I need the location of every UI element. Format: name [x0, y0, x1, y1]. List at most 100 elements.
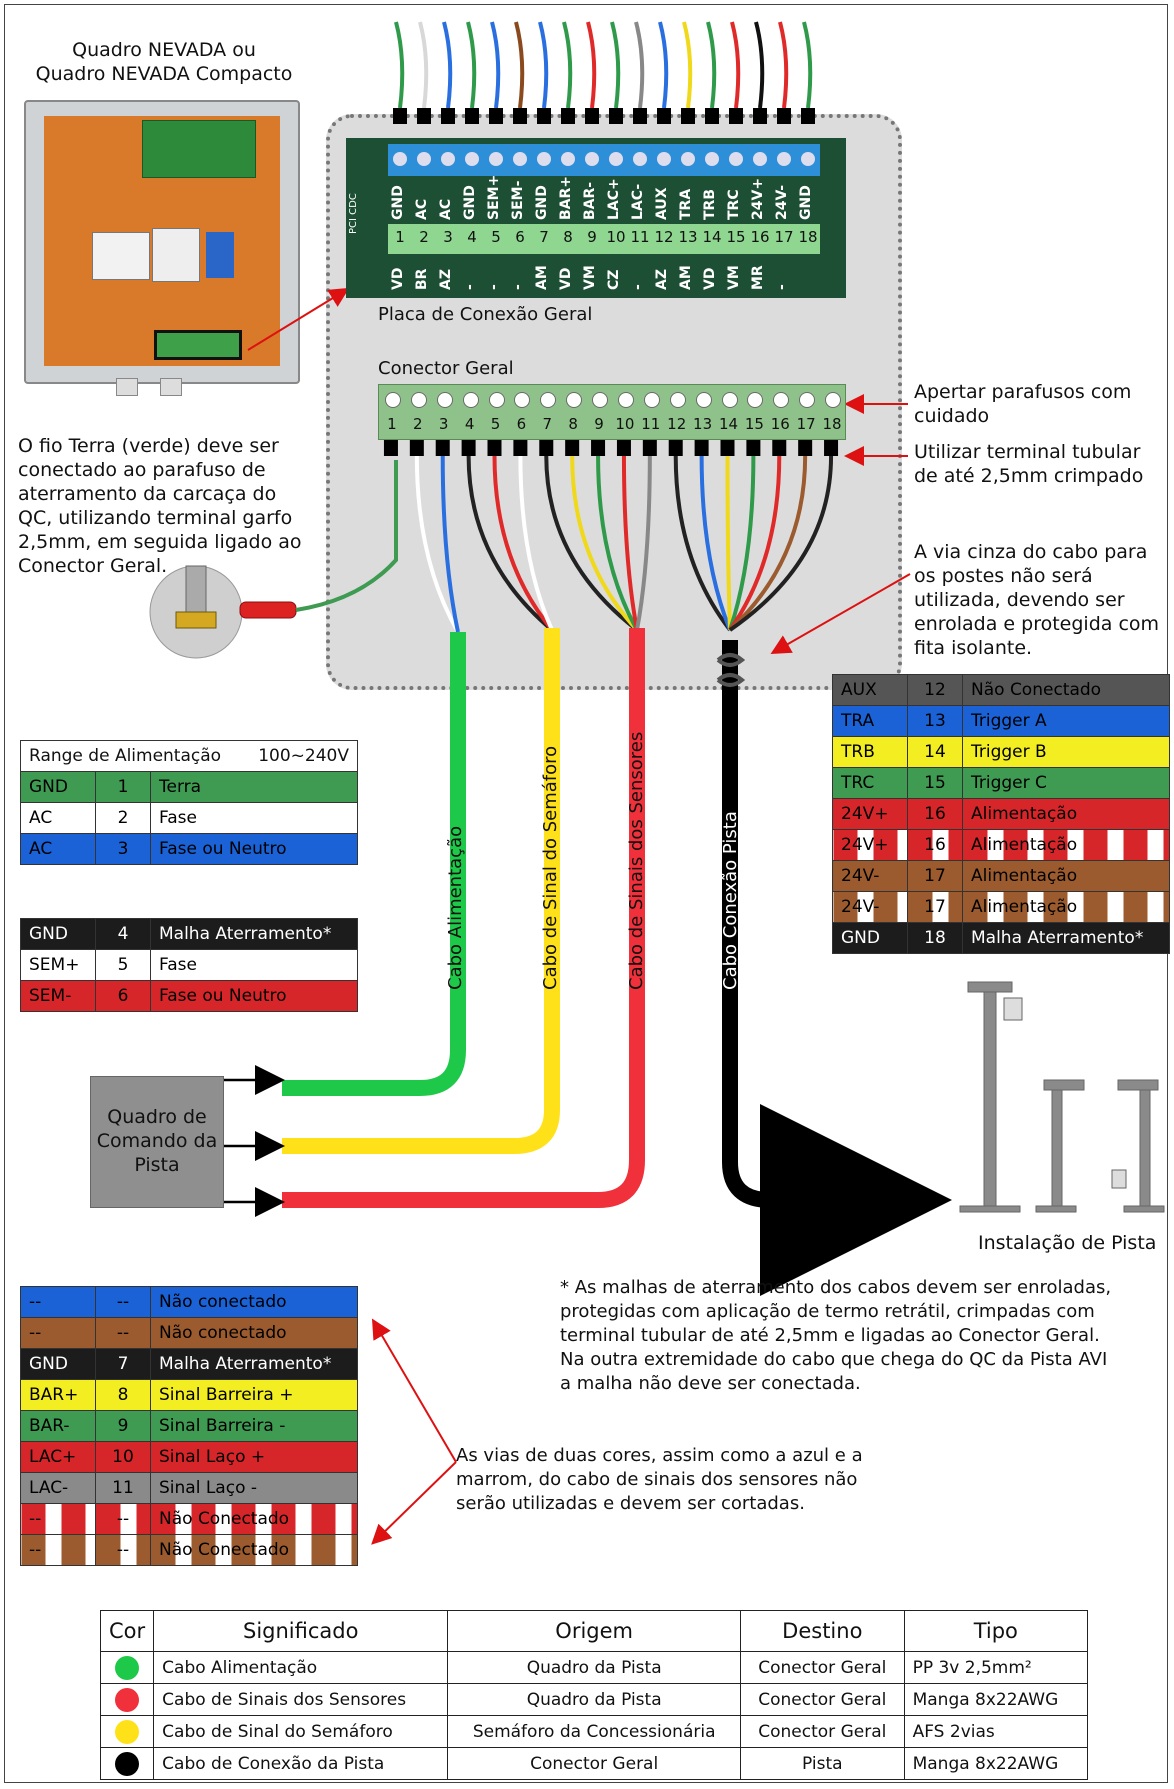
- bottom-wire-group: [383, 440, 839, 633]
- legend-meaning: Cabo de Sinais dos Sensores: [153, 1683, 449, 1716]
- board-top-label: GND: [390, 185, 406, 220]
- top-wire: [538, 21, 549, 109]
- pin-description: Alimentação: [962, 798, 1170, 830]
- panel-gland-right: [160, 378, 182, 396]
- panel-breaker: [152, 228, 200, 282]
- board-bottom-label: VM: [726, 265, 742, 290]
- pin-description: Fase: [150, 949, 358, 981]
- pin-description: Fase: [150, 802, 358, 834]
- connector-hole: [695, 392, 712, 408]
- connector-pin-number: 12: [667, 415, 687, 433]
- note-terminal: Utilizar terminal tubular de até 2,5mm c…: [914, 441, 1144, 487]
- pin-code: 24V-: [832, 891, 908, 923]
- bottom-wire-ferrule: [694, 440, 709, 456]
- top-wire-ferrule: [729, 108, 743, 124]
- pin-code: 24V+: [832, 798, 908, 830]
- bottom-wire: [466, 455, 554, 632]
- top-wire-ferrule: [753, 108, 767, 124]
- board-pin-number: 7: [539, 228, 549, 246]
- board-screw: [657, 152, 671, 166]
- bottom-wire: [699, 455, 732, 631]
- pin-pin: 4: [95, 918, 151, 950]
- board-label: Placa de Conexão Geral: [378, 304, 593, 325]
- legend-dest: Conector Geral: [740, 1651, 905, 1684]
- top-wire-ferrule: [657, 108, 671, 124]
- board-top-label: TRA: [678, 188, 694, 220]
- bottom-wire: [544, 455, 639, 632]
- legend-dest: Conector Geral: [740, 1683, 905, 1716]
- connector-hole: [540, 392, 557, 408]
- board-pin-number: 1: [395, 228, 405, 246]
- board-terminal-strip: [388, 144, 820, 176]
- legend-color-dot: [115, 1687, 140, 1712]
- legend-color-dot: [115, 1719, 140, 1744]
- pin-pin: --: [95, 1503, 151, 1535]
- board-screw: [705, 152, 719, 166]
- board-top-label: 24V+: [750, 177, 766, 220]
- board-top-label: BAR-: [582, 181, 598, 220]
- pin-pin: 9: [95, 1410, 151, 1442]
- board-pin-number: 11: [630, 228, 650, 246]
- pin-description: Fase ou Neutro: [150, 833, 358, 865]
- board-screw: [537, 152, 551, 166]
- board-screw: [513, 152, 527, 166]
- connector-hole: [436, 392, 453, 408]
- connector-pin-number: 2: [413, 415, 423, 433]
- connector-pin-number: 10: [615, 415, 635, 433]
- pin-description: Não Conectado: [962, 674, 1170, 706]
- pin-description: Trigger C: [962, 767, 1170, 799]
- board-screw: [441, 152, 455, 166]
- pin-row: ----Não Conectado: [20, 1534, 358, 1566]
- legend-type: Manga 8x22AWG: [903, 1683, 1089, 1716]
- pin-pin: 14: [907, 736, 963, 768]
- connector-hole: [592, 392, 609, 408]
- pin-description: Alimentação: [962, 860, 1170, 892]
- board-pin-number: 13: [678, 228, 698, 246]
- pin-row: ----Não conectado: [20, 1286, 358, 1318]
- pin-pin: --: [95, 1286, 151, 1318]
- board-top-label: LAC+: [606, 178, 622, 220]
- board-bottom-label: -: [462, 284, 478, 290]
- board-pin-number: 12: [654, 228, 674, 246]
- connector-hole: [747, 392, 764, 408]
- board-pin-number: 3: [443, 228, 453, 246]
- board-pin-number: 8: [563, 228, 573, 246]
- connector-pin-number: 16: [770, 415, 790, 433]
- pin-pin: 8: [95, 1379, 151, 1411]
- note-mesh: * As malhas de aterramento dos cabos dev…: [560, 1277, 1112, 1394]
- top-wire-ferrule: [561, 108, 575, 124]
- pin-pin: 11: [95, 1472, 151, 1504]
- board-pin-number: 6: [515, 228, 525, 246]
- black-cable-coil: [716, 653, 746, 687]
- bottom-wire-ferrule: [513, 440, 528, 456]
- legend-header-cell: Origem: [447, 1610, 742, 1652]
- top-wire: [514, 21, 525, 109]
- legend-origin: Semáforo da Concessionária: [447, 1715, 742, 1748]
- pin-code: 24V-: [832, 860, 908, 892]
- pin-pin: 7: [95, 1348, 151, 1380]
- board-pin-number: 5: [491, 228, 501, 246]
- connector-pin-number: 7: [542, 415, 553, 433]
- top-wire-ferrule: [465, 108, 479, 124]
- top-wire: [730, 21, 741, 109]
- panel-gland-left: [116, 378, 138, 396]
- pin-pin: 5: [95, 949, 151, 981]
- connector-hole: [643, 392, 660, 408]
- board-top-label: AC: [438, 198, 454, 220]
- board-bottom-label: BR: [414, 268, 430, 290]
- bottom-wire: [596, 455, 639, 631]
- bottom-wire-ferrule: [616, 440, 631, 456]
- pin-description: Alimentação: [962, 891, 1170, 923]
- pin-pin: 18: [907, 922, 963, 954]
- pin-code: --: [20, 1534, 96, 1566]
